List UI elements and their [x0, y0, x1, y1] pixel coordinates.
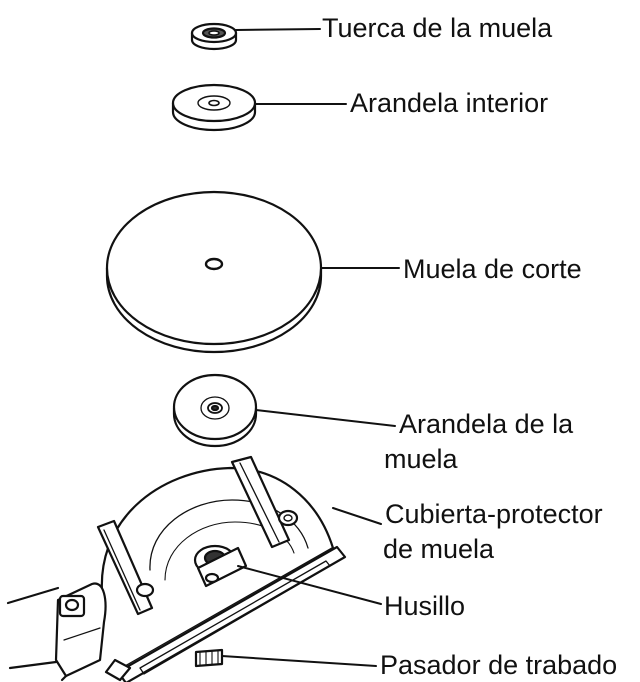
wheel-guard-label-line1: Cubierta-protector: [385, 499, 603, 529]
wheel-nut-leader: [235, 28, 321, 31]
inner-washer-label: Arandela interior: [350, 88, 549, 118]
cutting-wheel-drawing: [105, 190, 323, 354]
spindle-leader: [237, 565, 382, 605]
wheel-guard-leader: [332, 507, 382, 525]
lock-pin-label: Pasador de trabado: [380, 650, 618, 680]
inner-washer-drawing: [171, 83, 257, 132]
wheel-washer-drawing: [172, 373, 258, 448]
wheel-guard-drawing: [6, 455, 347, 682]
wheel-washer-leader: [255, 409, 396, 427]
spindle-label: Husillo: [384, 591, 466, 621]
wheel-washer-label-line2: muela: [384, 444, 458, 474]
wheel-nut-label: Tuerca de la muela: [322, 13, 553, 43]
wheel-washer-label-line1: Arandela de la: [399, 409, 574, 439]
lock-pin-leader: [221, 655, 377, 667]
wheel-guard-label-line2: de muela: [383, 534, 495, 564]
wheel-nut-drawing: [190, 22, 238, 51]
cutting-wheel-label: Muela de corte: [403, 254, 582, 284]
